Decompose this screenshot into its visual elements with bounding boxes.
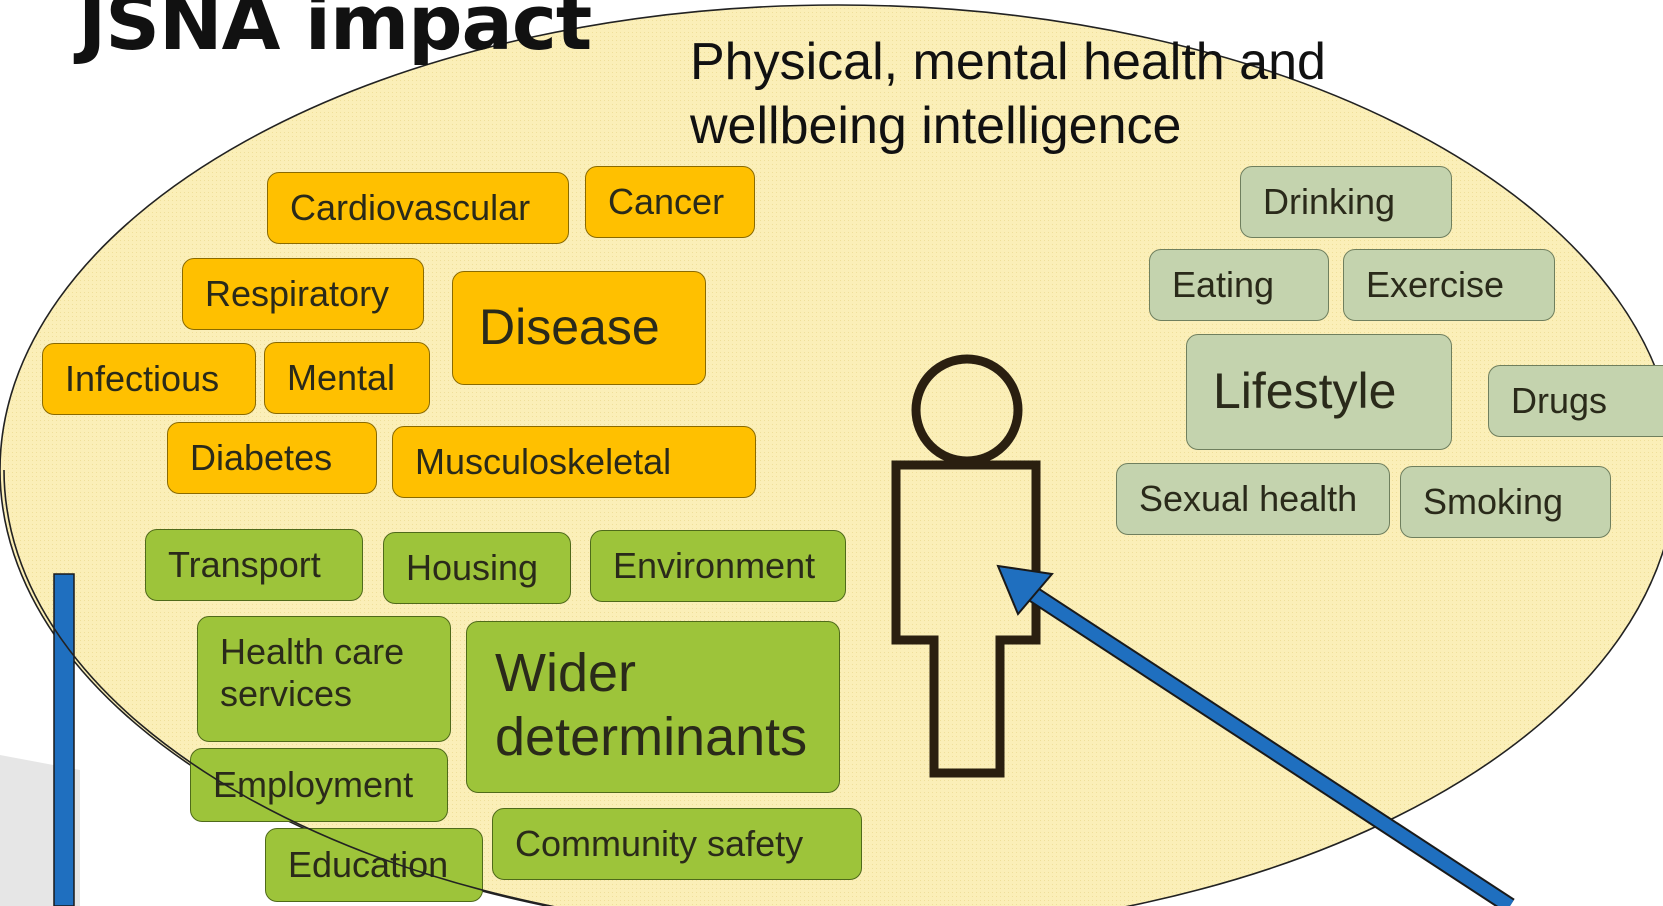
box-disease-hub: Disease: [452, 271, 706, 385]
box-drinking: Drinking: [1240, 166, 1452, 238]
box-education: Education: [265, 828, 483, 902]
box-transport: Transport: [145, 529, 363, 601]
box-community-safety: Community safety: [492, 808, 862, 880]
box-cancer: Cancer: [585, 166, 755, 238]
box-environment: Environment: [590, 530, 846, 602]
box-musculoskeletal: Musculoskeletal: [392, 426, 756, 498]
box-lifestyle-hub: Lifestyle: [1186, 334, 1452, 450]
box-drugs: Drugs: [1488, 365, 1663, 437]
slide-title: JSNA impact: [78, 0, 592, 67]
health-care-services-label: Health care services: [220, 631, 405, 715]
box-employment: Employment: [190, 748, 448, 822]
box-diabetes: Diabetes: [167, 422, 377, 494]
box-cardiovascular: Cardiovascular: [267, 172, 569, 244]
box-exercise: Exercise: [1343, 249, 1555, 321]
box-mental: Mental: [264, 342, 430, 414]
box-housing: Housing: [383, 532, 571, 604]
subtitle-line-2: wellbeing intelligence: [690, 97, 1182, 155]
ellipse-subtitle: Physical, mental health and wellbeing in…: [690, 30, 1326, 158]
box-infectious: Infectious: [42, 343, 256, 415]
box-respiratory: Respiratory: [182, 258, 424, 330]
gray-corner-shape: [0, 755, 80, 906]
box-health-care-services: Health care services: [197, 616, 451, 742]
box-smoking: Smoking: [1400, 466, 1611, 538]
box-wider-determinants-hub: Wider determinants: [466, 621, 840, 793]
subtitle-line-1: Physical, mental health and: [690, 33, 1326, 91]
box-eating: Eating: [1149, 249, 1329, 321]
box-sexual-health: Sexual health: [1116, 463, 1390, 535]
